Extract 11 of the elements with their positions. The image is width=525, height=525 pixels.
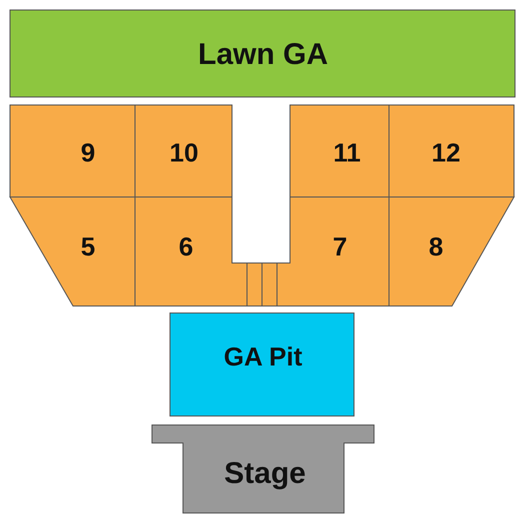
section-label: GA Pit <box>224 342 302 372</box>
stage-label: Stage <box>224 457 306 491</box>
section-label: Lawn GA <box>198 38 328 72</box>
section-label: 8 <box>428 232 444 262</box>
section-label: 6 <box>178 232 194 262</box>
section-label: 7 <box>332 232 348 262</box>
section-label: 5 <box>80 232 96 262</box>
section-label: 9 <box>80 138 96 168</box>
section-label: 10 <box>170 138 198 168</box>
section-label: 12 <box>432 138 460 168</box>
section-label: 11 <box>333 138 361 168</box>
